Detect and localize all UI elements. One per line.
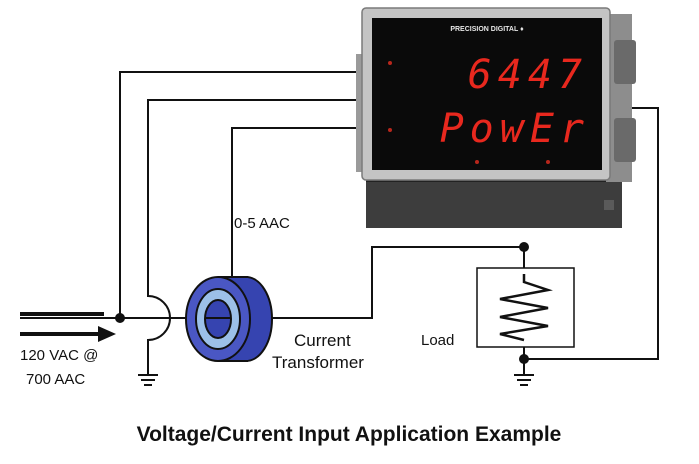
meter-led-1 [388, 61, 392, 65]
junctions [115, 242, 529, 364]
ct-output-label: 0-5 AAC [234, 215, 290, 232]
wire-line-to-meter [119, 71, 368, 318]
resistor-zigzag-icon [499, 274, 553, 342]
ct-name-line1: Current [294, 331, 351, 350]
source-label-line2: 700 AAC [26, 371, 85, 388]
meter-led-2 [388, 128, 392, 132]
meter-screen [372, 18, 602, 170]
meter-led-4 [546, 160, 550, 164]
load-box [476, 267, 575, 348]
wire-ct-output [231, 127, 368, 290]
arrow-bottom-head [98, 326, 116, 342]
input-arrows [20, 312, 116, 342]
ground-left-icon [138, 374, 158, 386]
ct-name-line2: Transformer [272, 353, 364, 372]
meter-rear-foot [604, 200, 614, 210]
meter-terminal-bottom [614, 118, 636, 162]
junction-line [115, 313, 125, 323]
arrow-top-shaft [20, 312, 104, 316]
wire-neutral-to-meter [147, 99, 368, 374]
wire-return-to-meter [524, 107, 659, 360]
load-resistor [476, 267, 575, 348]
source-label-line1: 120 VAC @ [20, 347, 98, 364]
meter-brand: PRECISION DIGITAL ♦ [450, 26, 524, 33]
junction-load-bottom [519, 354, 529, 364]
load-label: Load [421, 332, 454, 349]
diagram-caption: Voltage/Current Input Application Exampl… [137, 423, 562, 446]
meter-display-value: 6447 [468, 52, 588, 98]
wire-ct-to-load [256, 246, 525, 319]
current-transformer [185, 276, 273, 362]
meter-led-3 [475, 160, 479, 164]
meter-display-text: PowEr [440, 106, 590, 152]
meter-rear-housing [366, 178, 622, 228]
meter-terminal-top [614, 40, 636, 84]
arrow-bottom-shaft [20, 332, 100, 336]
panel-meter: PRECISION DIGITAL ♦ 6447 PowEr [356, 7, 636, 228]
junction-load-top [519, 242, 529, 252]
ground-right-icon [514, 374, 534, 386]
